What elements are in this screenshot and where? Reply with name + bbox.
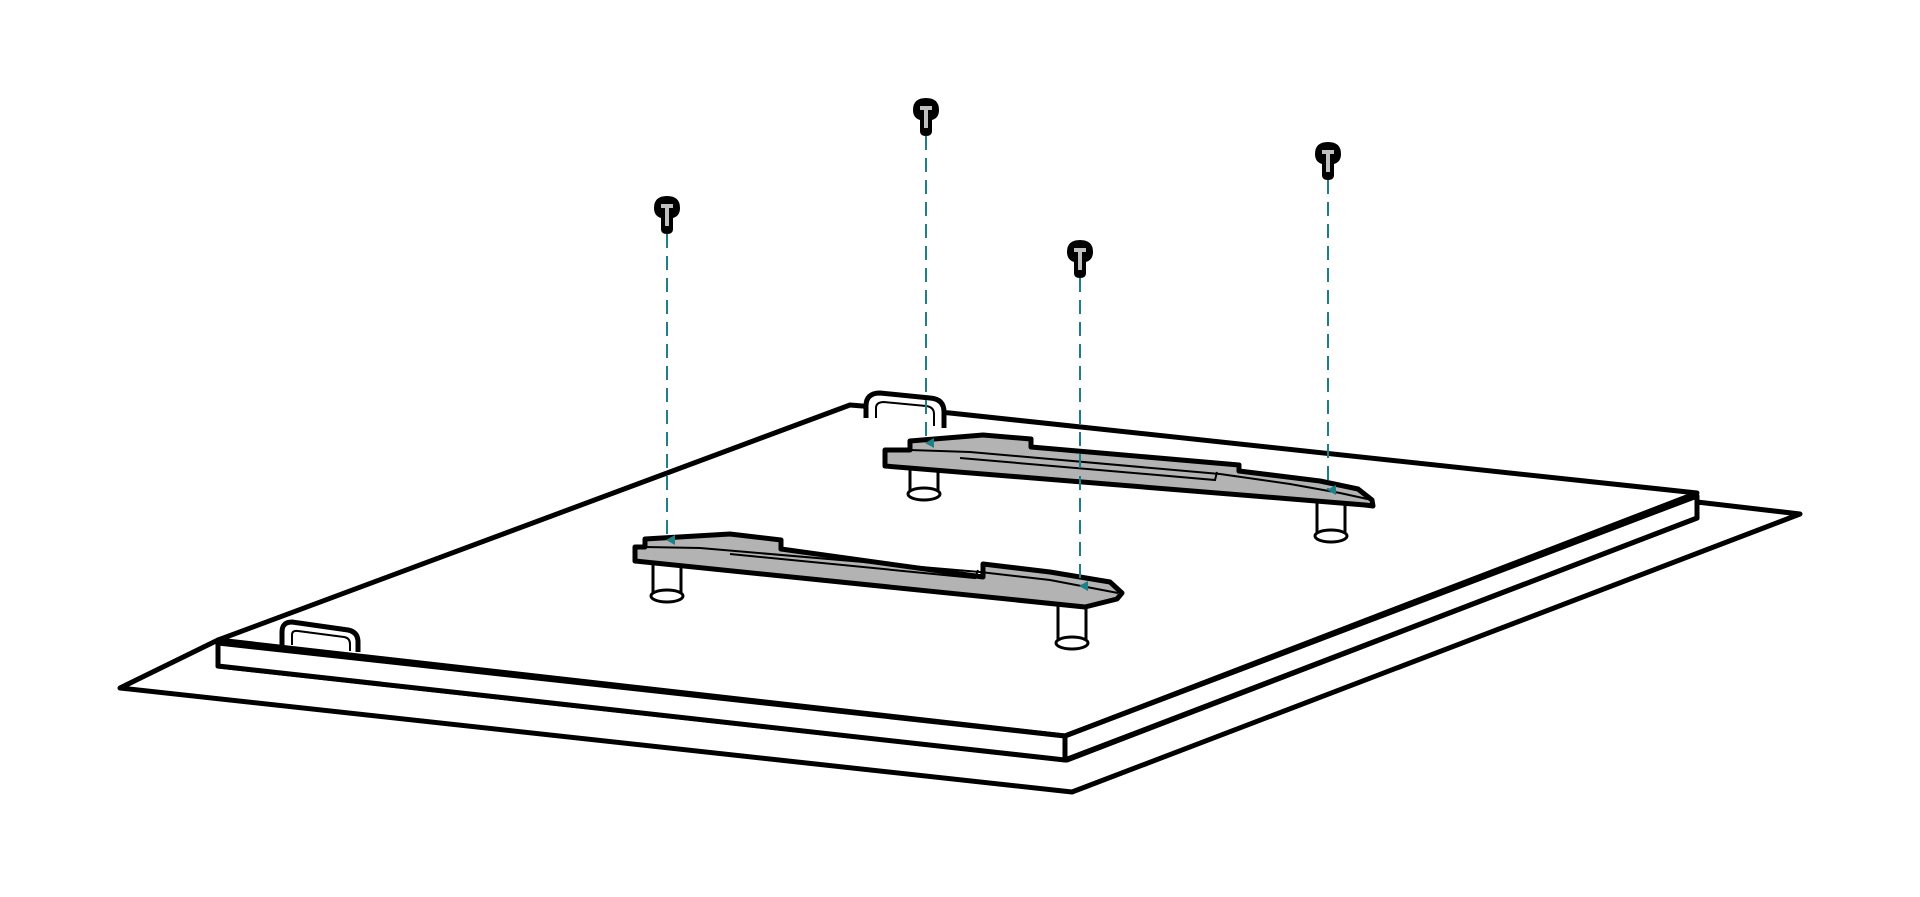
screw-icon <box>1067 240 1093 278</box>
rail-bracket <box>882 432 1376 509</box>
screw-icon <box>1315 142 1341 180</box>
handle-icon <box>279 619 361 652</box>
screw-icon <box>654 196 680 234</box>
screw-icon <box>913 98 939 136</box>
standoff-post <box>1313 498 1349 544</box>
handle-icon <box>863 390 947 428</box>
